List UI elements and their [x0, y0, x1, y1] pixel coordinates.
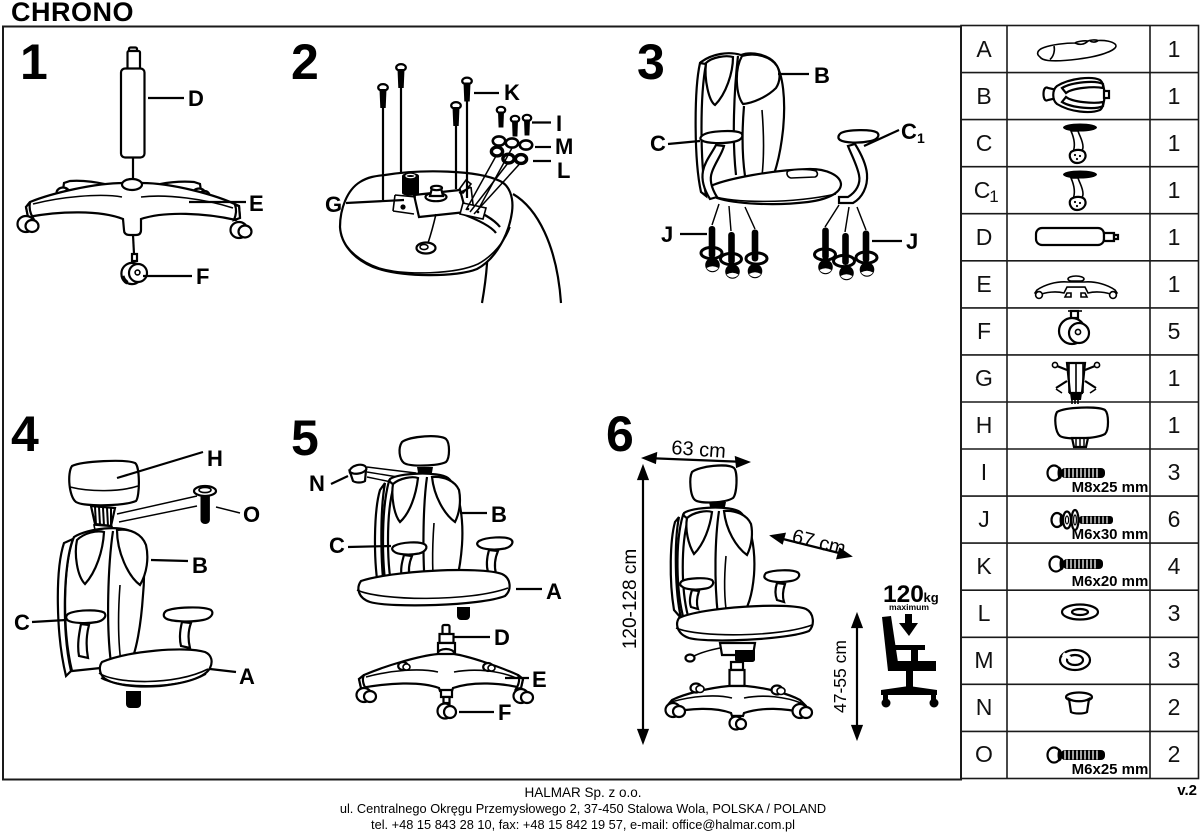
svg-text:E: E [249, 191, 264, 216]
svg-text:1: 1 [1168, 271, 1181, 297]
svg-text:1: 1 [1168, 83, 1181, 109]
svg-text:2: 2 [1168, 741, 1181, 767]
svg-text:1: 1 [917, 130, 925, 146]
svg-text:maximum: maximum [889, 602, 929, 612]
svg-text:J: J [661, 222, 673, 247]
svg-text:I: I [556, 111, 562, 136]
svg-text:M8x25 mm: M8x25 mm [1072, 479, 1149, 496]
svg-text:C: C [976, 130, 993, 156]
svg-text:M: M [974, 647, 993, 673]
svg-text:120: 120 [883, 581, 924, 608]
svg-text:C: C [901, 119, 917, 144]
svg-text:G: G [975, 365, 993, 391]
svg-text:C: C [650, 131, 666, 156]
svg-text:1: 1 [989, 187, 998, 206]
svg-text:F: F [196, 264, 209, 289]
svg-text:J: J [906, 229, 918, 254]
svg-text:E: E [532, 667, 547, 692]
svg-text:B: B [491, 502, 507, 527]
svg-text:kg: kg [924, 590, 939, 605]
svg-text:ul. Centralnego Okręgu Przemys: ul. Centralnego Okręgu Przemysłowego 2, … [340, 801, 826, 816]
svg-text:5: 5 [291, 410, 319, 466]
svg-text:1: 1 [1168, 224, 1181, 250]
svg-text:3: 3 [1168, 600, 1181, 626]
svg-text:HALMAR Sp. z o.o.: HALMAR Sp. z o.o. [524, 785, 641, 800]
svg-text:I: I [981, 459, 987, 485]
svg-text:1: 1 [20, 34, 48, 90]
svg-text:L: L [978, 600, 991, 626]
svg-text:C: C [974, 177, 991, 203]
svg-text:v.2: v.2 [1177, 782, 1197, 799]
svg-text:K: K [504, 80, 520, 105]
svg-text:1: 1 [1168, 177, 1181, 203]
svg-text:A: A [239, 664, 255, 689]
svg-text:CHRONO: CHRONO [11, 0, 134, 27]
svg-text:M6x25 mm: M6x25 mm [1072, 761, 1149, 778]
svg-text:C: C [14, 610, 30, 635]
svg-text:1: 1 [1168, 130, 1181, 156]
svg-text:3: 3 [1168, 647, 1181, 673]
svg-text:B: B [976, 83, 991, 109]
svg-text:O: O [975, 741, 993, 767]
svg-text:M: M [555, 134, 573, 159]
svg-text:D: D [494, 625, 510, 650]
svg-text:F: F [498, 700, 511, 725]
svg-text:1: 1 [1168, 365, 1181, 391]
svg-text:4: 4 [1168, 553, 1181, 579]
svg-text:G: G [325, 192, 342, 217]
svg-text:B: B [192, 553, 208, 578]
svg-text:47-55 cm: 47-55 cm [830, 640, 850, 713]
svg-text:A: A [546, 579, 562, 604]
svg-text:K: K [976, 553, 992, 579]
svg-text:L: L [557, 158, 570, 183]
svg-text:H: H [207, 446, 223, 471]
svg-text:H: H [976, 412, 993, 438]
svg-text:B: B [814, 63, 830, 88]
svg-text:O: O [243, 502, 260, 527]
svg-text:N: N [976, 694, 993, 720]
svg-text:D: D [976, 224, 993, 250]
svg-text:J: J [978, 506, 990, 532]
svg-text:D: D [188, 86, 204, 111]
svg-text:6: 6 [606, 406, 634, 462]
svg-text:M6x20 mm: M6x20 mm [1072, 573, 1149, 590]
svg-text:2: 2 [291, 34, 319, 90]
svg-text:5: 5 [1168, 318, 1181, 344]
svg-text:1: 1 [1168, 36, 1181, 62]
svg-text:1: 1 [1168, 412, 1181, 438]
svg-text:4: 4 [11, 406, 39, 462]
svg-text:2: 2 [1168, 694, 1181, 720]
svg-text:6: 6 [1168, 506, 1181, 532]
svg-text:M6x30 mm: M6x30 mm [1072, 526, 1149, 543]
svg-text:A: A [976, 36, 992, 62]
svg-text:F: F [977, 318, 991, 344]
svg-text:N: N [309, 471, 325, 496]
svg-text:C: C [329, 533, 345, 558]
svg-text:3: 3 [637, 34, 665, 90]
svg-text:E: E [976, 271, 991, 297]
svg-text:3: 3 [1168, 459, 1181, 485]
svg-text:120-128 cm: 120-128 cm [620, 549, 641, 649]
svg-text:tel. +48 15 843 28 10, fax: +4: tel. +48 15 843 28 10, fax: +48 15 842 1… [371, 817, 795, 832]
